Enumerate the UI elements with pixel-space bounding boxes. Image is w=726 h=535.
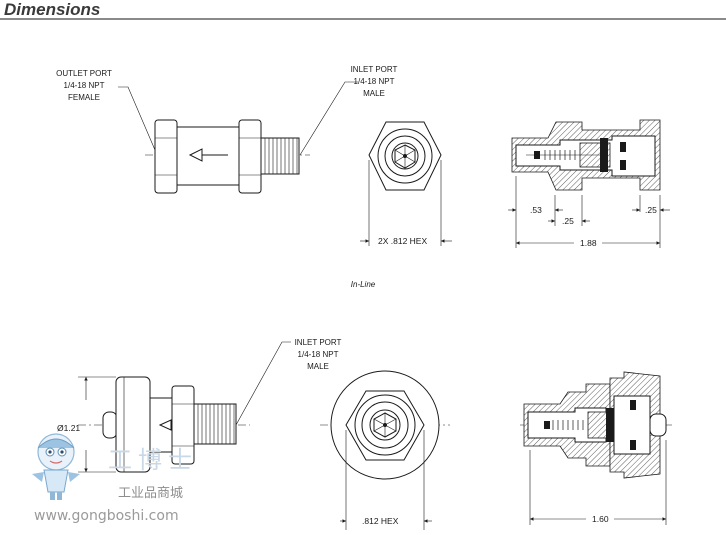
watermark-brand-cn: 工博士 — [108, 446, 198, 474]
watermark-subtitle-cn: 工业品商城 — [118, 486, 184, 501]
inline-section-view — [508, 119, 670, 248]
outlet-port-thread: 1/4-18 NPT — [64, 81, 105, 90]
outlet-port-gender: FEMALE — [68, 93, 100, 102]
panel-diameter: Ø1.21 — [57, 423, 80, 433]
panel-inlet-port-gender: MALE — [307, 362, 329, 371]
inline-end-view — [360, 121, 452, 246]
panel-hex-dimension: .812 HEX — [362, 516, 399, 526]
dim-53: .53 — [530, 205, 542, 215]
page-title: Dimensions — [4, 0, 101, 19]
panel-inlet-port-label: INLET PORT — [295, 338, 342, 347]
dim-25-b: .25 — [645, 205, 657, 215]
inline-side-view — [118, 81, 358, 194]
inline-caption: In-Line — [351, 280, 376, 289]
panel-inlet-port-thread: 1/4-18 NPT — [298, 350, 339, 359]
dim-25-a: .25 — [562, 216, 574, 226]
panel-side-view — [78, 341, 291, 473]
dim-188: 1.88 — [580, 238, 597, 248]
page-header: Dimensions — [0, 0, 726, 22]
panel-end-view — [320, 370, 450, 530]
panel-section-view — [520, 371, 675, 525]
mascot-logo — [32, 433, 80, 500]
dim-160: 1.60 — [592, 514, 609, 524]
header-divider — [0, 18, 726, 20]
watermark-url: www.gongboshi.com — [34, 508, 179, 524]
inlet-port-thread: 1/4-18 NPT — [354, 77, 395, 86]
outlet-port-label: OUTLET PORT — [56, 69, 112, 78]
inline-hex-dimension: 2X .812 HEX — [378, 236, 427, 246]
inlet-port-label: INLET PORT — [351, 65, 398, 74]
inlet-port-gender: MALE — [363, 89, 385, 98]
